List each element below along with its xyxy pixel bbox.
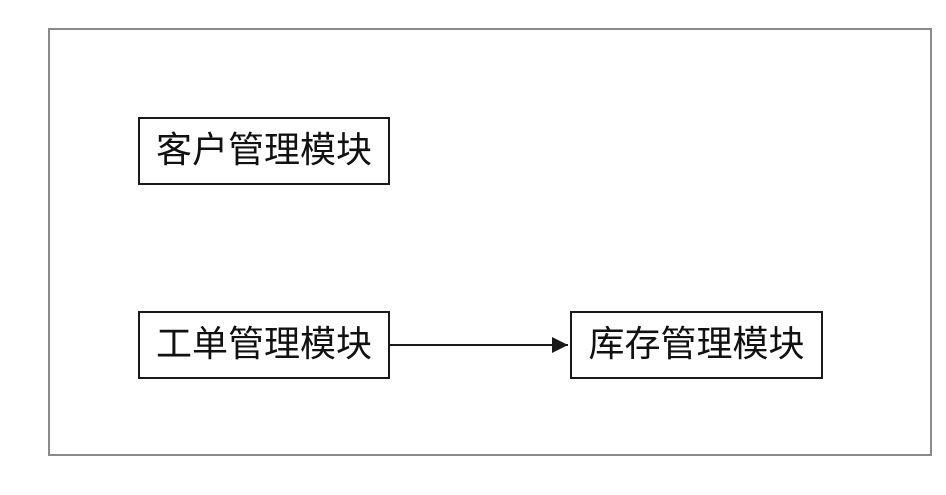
diagram-frame bbox=[48, 28, 932, 456]
work-order-management-module: 工单管理模块 bbox=[138, 311, 390, 379]
work-order-management-module-label: 工单管理模块 bbox=[156, 327, 372, 363]
customer-management-module: 客户管理模块 bbox=[138, 117, 390, 185]
inventory-management-module: 库存管理模块 bbox=[570, 311, 823, 379]
inventory-management-module-label: 库存管理模块 bbox=[588, 327, 804, 363]
customer-management-module-label: 客户管理模块 bbox=[156, 133, 372, 169]
